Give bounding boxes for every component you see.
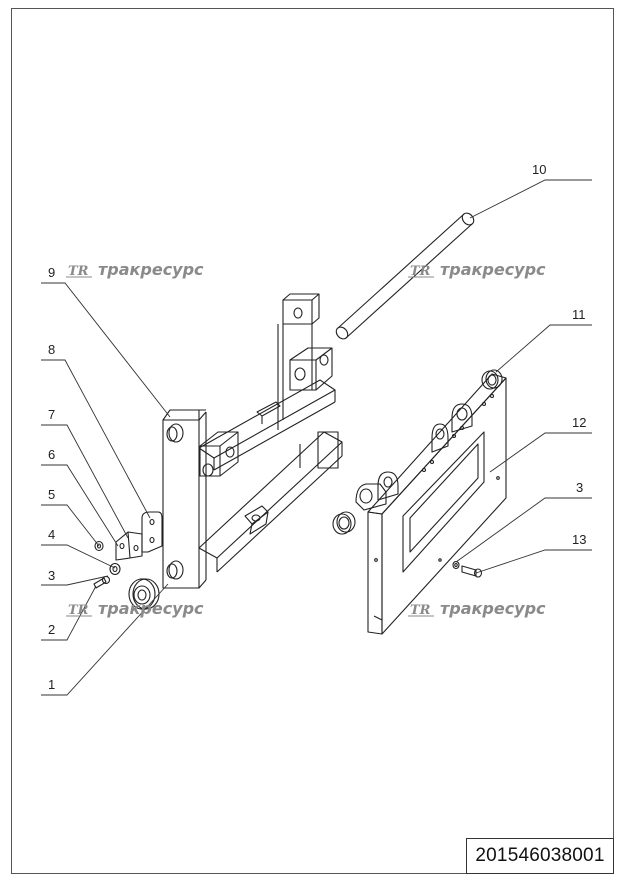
callout-12: 12 xyxy=(572,415,586,430)
callout-5: 5 xyxy=(48,487,55,502)
svg-text:TR: TR xyxy=(68,603,89,618)
svg-text:TR: TR xyxy=(410,603,431,618)
watermark-logo-top-right: TR xyxy=(408,264,434,279)
watermark-text-bottom-right: тракресурс xyxy=(440,599,546,618)
part-12-fork-plate xyxy=(368,374,506,634)
callout-11: 11 xyxy=(572,307,586,322)
watermark-group: TR тракресурс TR тракресурс TR тракресур… xyxy=(66,260,546,618)
watermark-text-top-right: тракресурс xyxy=(440,260,546,279)
drawing-frame xyxy=(11,8,614,874)
part-10-long-pin xyxy=(334,211,476,341)
main-frame xyxy=(163,294,342,588)
callout-8: 8 xyxy=(48,342,55,357)
leader-lines xyxy=(41,179,592,696)
watermark-logo-bottom-left: TR xyxy=(66,603,92,618)
callout-4: 4 xyxy=(48,527,55,542)
watermark-text-top-left: тракресурс xyxy=(98,260,204,279)
watermark-text-bottom-left: тракресурс xyxy=(98,599,204,618)
callout-9: 9 xyxy=(48,265,55,280)
callout-3-left: 3 xyxy=(48,568,55,583)
part-8-plate xyxy=(142,512,162,552)
part-11-hinge-lugs xyxy=(333,370,502,534)
watermark-logo-top-left: TR xyxy=(66,264,92,279)
callout-2: 2 xyxy=(48,622,55,637)
callout-1: 1 xyxy=(48,677,55,692)
watermark-logo-bottom-right: TR xyxy=(408,603,434,618)
svg-text:TR: TR xyxy=(410,264,431,279)
callout-13: 13 xyxy=(572,532,586,547)
document-number: 201546038001 xyxy=(466,838,614,874)
svg-text:TR: TR xyxy=(68,264,89,279)
hardware-nut-washer-bolt xyxy=(94,542,120,589)
callout-7: 7 xyxy=(48,407,55,422)
part-6-7-bracket xyxy=(116,532,142,560)
part-13-pin-and-washer xyxy=(453,562,482,578)
callout-labels: 9 8 7 6 5 4 3 2 1 10 11 12 3 13 xyxy=(48,162,586,692)
callout-10: 10 xyxy=(532,162,546,177)
callout-3-right: 3 xyxy=(576,480,583,495)
callout-6: 6 xyxy=(48,447,55,462)
